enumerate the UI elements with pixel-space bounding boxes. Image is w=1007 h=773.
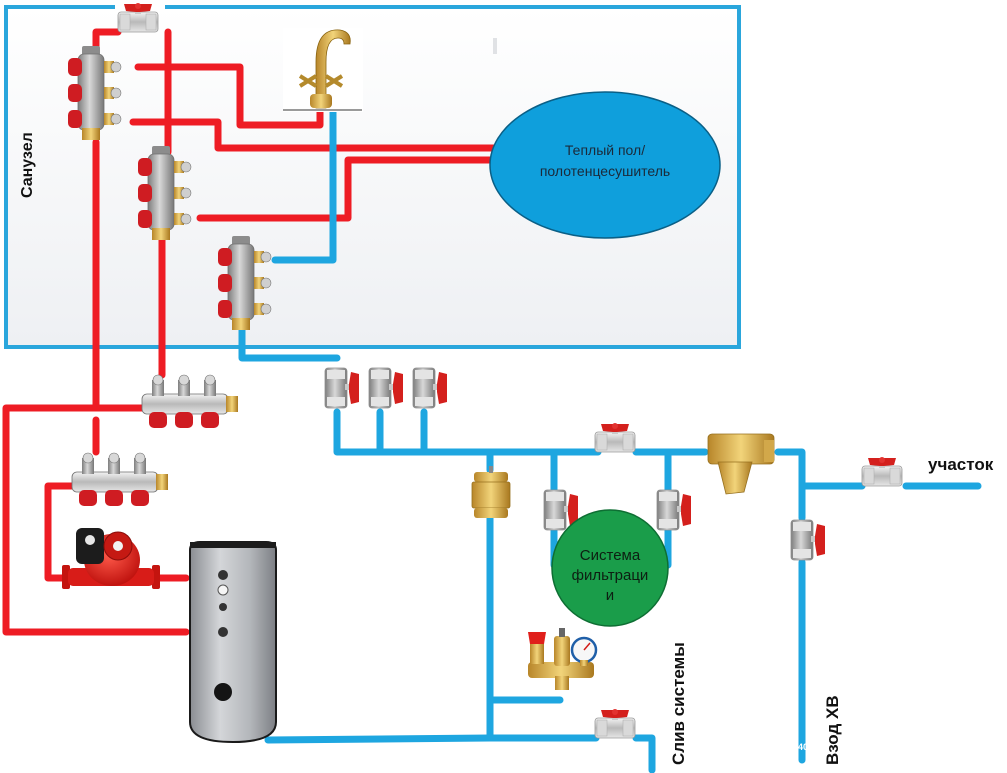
- cold-ball-valve-1[interactable]: [324, 367, 360, 409]
- filter-outlet-valve[interactable]: [656, 489, 692, 531]
- hot-pipe: [2, 404, 190, 636]
- cold-pipe: [238, 326, 341, 362]
- cold-water-pipes: [238, 104, 982, 773]
- hot-pipe: [44, 482, 79, 582]
- heated-floor-label-2: полотенцесушитель: [540, 163, 670, 179]
- filter-label-3: и: [606, 587, 614, 604]
- hot-pipe: [134, 63, 324, 129]
- return-manifold[interactable]: [71, 452, 169, 507]
- filter-label-1: Система: [580, 547, 641, 564]
- bathroom-label: Санузел: [19, 132, 36, 198]
- cold-inlet-valve[interactable]: [790, 519, 826, 561]
- safety-group-icon[interactable]: [528, 628, 598, 690]
- filtration-system: Система фильтраци и: [551, 509, 669, 627]
- hot-pipe: [129, 118, 499, 152]
- heated-floor-label-1: Теплый пол/: [565, 142, 645, 158]
- y-strainer-icon[interactable]: [707, 433, 775, 495]
- cold-pipe: [264, 734, 494, 744]
- cold-pipe: [271, 104, 337, 264]
- cold-pipe: [632, 734, 656, 773]
- cold-ball-valve-3[interactable]: [412, 367, 448, 409]
- drain-label: Слив системы: [669, 642, 688, 765]
- decor-mark: [493, 38, 497, 54]
- plot-label: участок: [928, 455, 994, 474]
- filtration-shape: [551, 509, 669, 627]
- watermark-number: 40: [798, 742, 808, 752]
- hot-pipe: [196, 156, 499, 222]
- check-valve-icon[interactable]: [471, 466, 511, 518]
- cold-ball-valve-2[interactable]: [368, 367, 404, 409]
- filter-label-2: фильтраци: [572, 567, 649, 584]
- cold-pipe: [774, 448, 806, 522]
- plot-ball-valve[interactable]: [861, 456, 903, 487]
- hot-pipe: [92, 28, 122, 52]
- hot-supply-manifold[interactable]: [141, 374, 239, 429]
- heated-floor-towel-dryer: Теплый пол/ полотенцесушитель: [489, 91, 721, 239]
- drain-ball-valve[interactable]: [594, 708, 636, 739]
- hot-water-pipes: [2, 28, 499, 636]
- circulation-pump-icon[interactable]: [62, 528, 160, 589]
- cold-pipe: [333, 408, 602, 456]
- cold-inlet-label: Взод ХВ: [823, 695, 842, 765]
- bypass-ball-valve[interactable]: [594, 422, 636, 453]
- boiler-tank-icon[interactable]: [189, 541, 277, 744]
- bathroom-border: [4, 5, 741, 349]
- faucet-icon[interactable]: [283, 28, 363, 112]
- heated-floor-shape: [489, 91, 721, 239]
